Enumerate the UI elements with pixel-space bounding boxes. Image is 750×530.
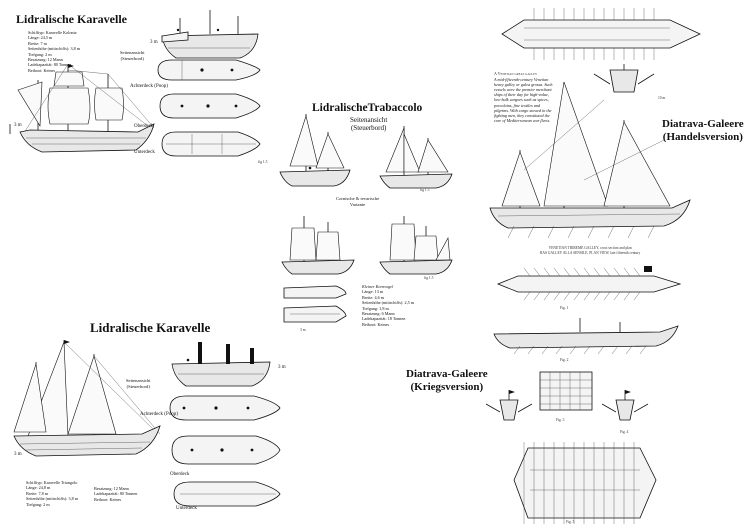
caravel-top-specs: Schifftyp: Karavelle Kolonia Länge: 24,5… [28, 30, 80, 73]
figure-number: Fig. 2 [560, 358, 569, 362]
caravel-bottom-title: Lidralische Karavelle [90, 320, 211, 335]
galley-war-stern-detail [539, 371, 593, 411]
deck-label: Unterdeck [134, 150, 155, 155]
scale-label: 3 m [150, 40, 158, 45]
caption-text: A mid-fifteenth-century Venetian heavy g… [494, 76, 553, 124]
side-view-label: Seitenansicht (Steuerbord) [120, 50, 145, 61]
spec-line: Seitenhöhe (mittschiffs): 3,8 m [26, 496, 79, 502]
figure-number: Fig. 4 [620, 430, 629, 434]
spec-line: Beiboot: Keines [362, 321, 390, 327]
scale-label: 3 m [14, 123, 22, 128]
spec-line: Ladekapazität: 18 Tonnen [362, 316, 406, 322]
trabaccolo-side-label: Seitenansicht (Steuerbord) [350, 116, 388, 132]
figure-number: Fig. 5 [566, 520, 575, 524]
spec-line: Besatzung: 12 Mann [94, 486, 129, 491]
spec-line: Besatzung: 6 Mann [362, 311, 395, 317]
galley-war-header: VENETIAN TRIREME GALLEY, cross section a… [540, 246, 641, 255]
galley-war-cross-section-2 [601, 390, 649, 421]
scale-label: 3 m [300, 328, 306, 332]
trabaccolo-plans [283, 285, 347, 323]
spec-line: Ladekapazität: 80 Tonnen [94, 491, 138, 497]
galley-war-cross-section-1 [485, 390, 533, 421]
trabaccolo-variant-label: Cornische & tevarische Variante [336, 196, 380, 207]
caravel-top-title: Lidralische Karavelle [16, 12, 127, 26]
caravel-bottom-specs: Schifftyp: Karavelle Triangolo Länge: 24… [26, 480, 78, 507]
spec-line: Schifftyp: Karavelle Triangolo [26, 480, 78, 485]
spec-line: Länge: 13 m [362, 289, 384, 295]
trabaccolo-title: LidralischeTrabaccolo [312, 102, 423, 114]
deck-label: Achterdeck (Poop) [140, 412, 178, 417]
spec-line: Beiboot: Keines [94, 496, 122, 502]
spec-line: Besatzung: 12 Mann [28, 57, 63, 63]
figure-number: fig 1.5 [420, 188, 430, 192]
deck-label: Unterdeck [176, 506, 197, 511]
galley-trade-title: Diatrava-Galeere (Handelsversion) [662, 118, 744, 143]
spec-line: Breite: 7 m [28, 40, 47, 46]
caption-heading: A Venetian great galley [494, 71, 538, 76]
scale-label: 3 m [14, 452, 22, 457]
trabaccolo-side-drawing-1 [279, 114, 351, 187]
caravel-top-section [161, 10, 259, 59]
trabaccolo-variant-drawing-1 [281, 216, 355, 275]
spec-line: Länge: 24,8 m [26, 485, 51, 491]
galley-war-side-1 [493, 318, 679, 355]
galley-trade-plan [501, 8, 701, 60]
spec-line: Schifftyp: Karavelle Kolonia [28, 30, 77, 35]
galley-war-title: Diatrava-Galeere (Kriegsversion) [406, 368, 488, 393]
figure-number: Fig. 3 [556, 418, 565, 422]
trabaccolo-variant-drawing-2 [379, 216, 453, 275]
spec-line: Ladekapazität: 80 Tonnen [28, 62, 72, 68]
spec-line: Seitenhöhe (mittschiffs): 3,8 m [28, 46, 81, 52]
spec-line: Länge: 24,5 m [28, 35, 53, 41]
caravel-bottom-deck-plans [169, 395, 281, 507]
spec-line: Breite: 7,8 m [26, 490, 48, 496]
spec-line: Tiefgang: 1,8 m [362, 305, 389, 311]
galley-trade-cross-section [593, 64, 655, 93]
caravel-bottom-specs-2: Besatzung: 12 Mann Ladekapazität: 80 Ton… [94, 486, 137, 502]
deck-label: Oberdeck [134, 124, 154, 129]
spec-line: Kleiner Kornvogel [362, 284, 394, 289]
caravel-bottom-side-drawing [13, 340, 161, 457]
side-view-label: Seitenansicht (Steuerbord) [126, 378, 151, 389]
figure-number: fig 1.5 [424, 276, 434, 280]
spec-line: Beiboot: Keines [28, 67, 56, 73]
spec-line: Breite: 4,6 m [362, 294, 384, 300]
deck-label: Oberdeck [170, 472, 190, 477]
figure-number: Fig. 1 [560, 306, 569, 310]
scale-label: 3 m [278, 365, 286, 370]
galley-trade-side-drawing [489, 81, 691, 239]
spec-line: Tiefgang: 2 m [26, 501, 50, 507]
caravel-bottom-section [171, 342, 271, 387]
spec-line: Seitenhöhe (mittschiffs): 2,5 m [362, 300, 415, 306]
caravel-top-side-drawing [9, 63, 155, 153]
deck-label: Achterdeck (Poop) [130, 84, 168, 89]
figure-number: fig 1.5 [258, 160, 268, 164]
galley-war-plan-2 [513, 442, 657, 524]
caravel-top-deck-plans [157, 59, 261, 157]
galley-trade-caption: A Venetian great galley A mid-fifteenth-… [494, 71, 556, 124]
galley-war-plan-1 [496, 266, 682, 301]
trabaccolo-side-drawing-2 [379, 126, 453, 189]
trabaccolo-specs: Kleiner Kornvogel Länge: 13 m Breite: 4,… [362, 284, 414, 327]
scale-label: 10 m [658, 96, 666, 100]
spec-line: Tiefgang: 2 m [28, 51, 52, 57]
